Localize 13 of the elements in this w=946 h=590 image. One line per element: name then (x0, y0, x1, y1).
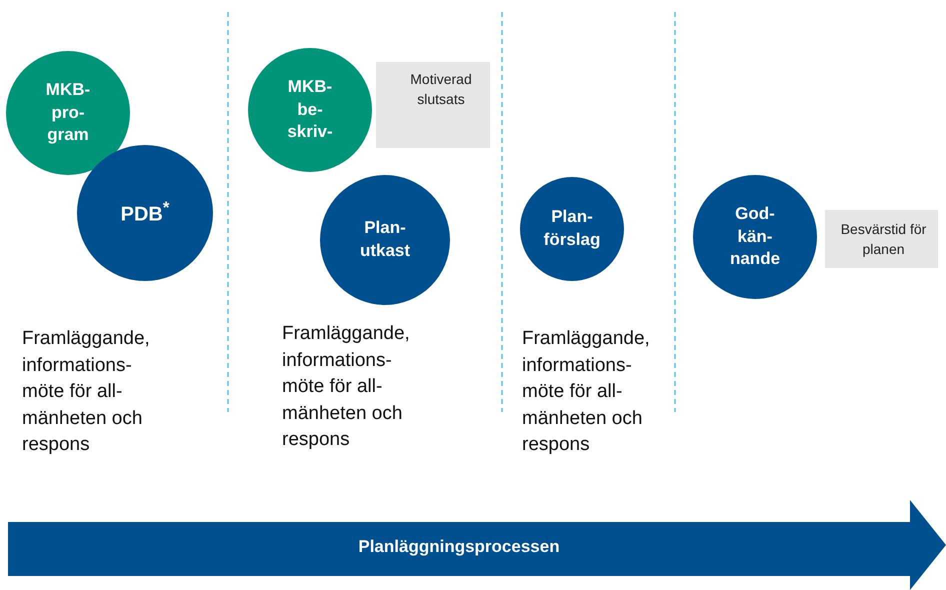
arrow-label: Planläggningsprocessen (357, 537, 561, 557)
stage-circle: MKB- pro- gram (6, 51, 130, 175)
stage-circle: MKB- be- skriv- (248, 48, 372, 172)
stage-circle: God- kän- nande (693, 175, 817, 299)
description-text: Framläggande, informations- möte för all- mänheten och respons (22, 327, 151, 458)
note-box: Motiverad slutsats (376, 62, 490, 148)
description-text: Framläggande, informations- möte för all- mänheten och respons (522, 327, 651, 458)
stage-circle: Plan- förslag (520, 177, 624, 281)
stage-circle: Plan- utkast (320, 175, 450, 305)
stage-circle: PDB$^{*}$ (77, 145, 213, 281)
process-arrow (8, 500, 946, 590)
note-box: Besvärstid för planen (825, 210, 938, 268)
description-text: Framläggande, informations- möte för all- mänheten och respons (282, 322, 411, 452)
